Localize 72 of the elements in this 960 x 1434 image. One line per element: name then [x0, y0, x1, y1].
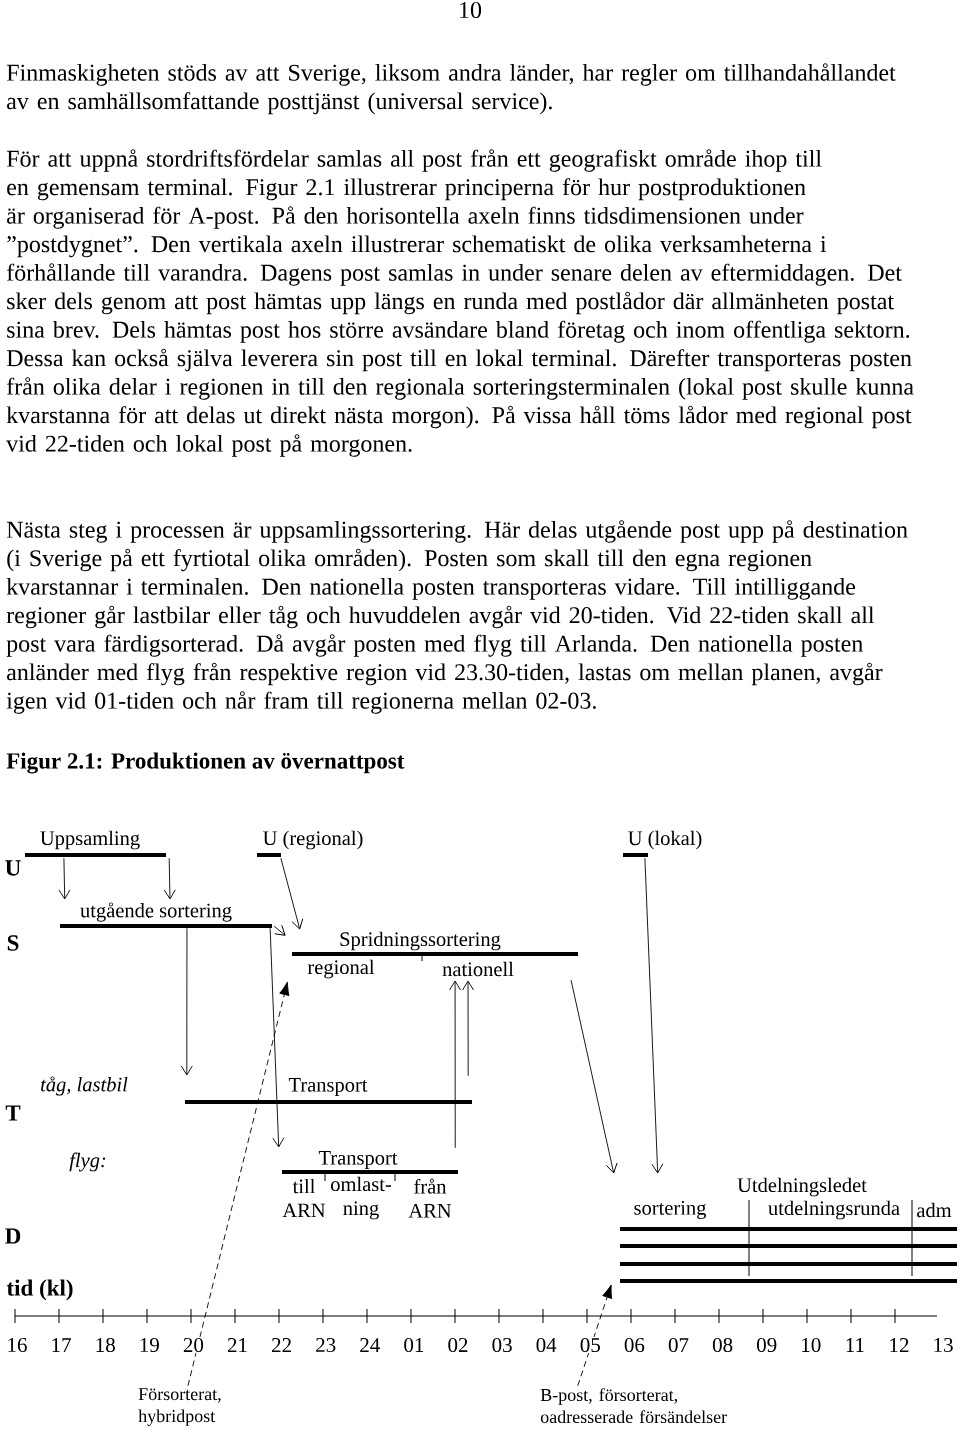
note-text: B-post, försorterat, oadresserade försändelser — [540, 1388, 727, 1424]
arrow — [462, 980, 474, 1077]
node-label: utgående sortering — [80, 902, 232, 922]
arrow — [449, 980, 462, 1149]
node-label: regional — [307, 959, 375, 979]
activity-bar: Spridningssortering regional nationell — [292, 931, 578, 979]
tick-label: 23 — [314, 1336, 338, 1354]
tick-label: 08 — [711, 1336, 735, 1354]
row-letter: D — [5, 1228, 21, 1244]
tick-label: 02 — [446, 1336, 470, 1354]
note-text: Försorterat, hybridpost — [138, 1388, 221, 1426]
node-label: Spridningssortering — [340, 931, 501, 951]
activity-bar: Transport — [185, 1078, 472, 1104]
axis-label: tid (kl) — [6, 1279, 73, 1301]
node-label: U (lokal) — [628, 830, 702, 850]
tick-label: 06 — [622, 1336, 646, 1354]
arrow — [570, 979, 618, 1174]
row-letter: S — [7, 935, 19, 951]
paragraph: Finmaskigheten stöds av att Sverige, liksom andra länder, har regler om tillhandahållandet av en samhällsomfattande posttjänst (universal service). — [6, 63, 896, 115]
activity-bar: utgående sortering — [60, 902, 272, 928]
arrow — [273, 924, 286, 936]
node-label: till ARN — [282, 1178, 326, 1218]
tick-label: 22 — [270, 1337, 294, 1353]
page-number: 10 — [460, 1, 482, 19]
node-label: utdelningsrunda — [768, 1200, 900, 1220]
tick-label: 12 — [887, 1337, 911, 1353]
tick-label: 09 — [755, 1336, 779, 1354]
tick-label: 01 — [402, 1336, 426, 1354]
node-label: sortering — [634, 1201, 707, 1219]
row-letter: T — [5, 1105, 21, 1121]
activity-bar: U (lokal) — [623, 830, 702, 857]
node-label: omlast- ning — [331, 1176, 392, 1220]
tick-label: 03 — [490, 1336, 514, 1354]
tick-label: 10 — [799, 1336, 823, 1354]
mode-label: flyg: — [69, 1152, 106, 1172]
node-label: Transport — [318, 1151, 398, 1169]
tick-label: 24 — [358, 1337, 382, 1353]
tick-label: 07 — [667, 1336, 690, 1354]
node-label: Utdelningsledet — [737, 1177, 867, 1197]
paragraph: För att uppnå stordriftsfördelar samlas all post från ett geografiskt område ihop till en gemensam terminal. Figur 2.1 illustrerar principerna för hur postproduktionen är organiserad för A-post. På den horisontella axeln finns tidsdimensionen under ”postdygnet”. Den vertikala axeln illustrerar schematiskt de olika verksamheterna i förhållande till varandra. Dagens post samlas in under senare delen av eftermiddagen. Det sker dels genom att post hämtas upp längs en runda med postlådor där allmänheten postat sina brev. Dels hämtas post hos större avsändare bland företag och inom offentliga sektorn. Dessa kan också själva leverera sin post till en lokal terminal. Därefter transporteras posten från olika delar i regionen in till den regionala sorteringsterminalen (lokal post skulle kunna kvarstanna för att delas ut direkt nästa morgon). På vissa håll töms lådor med regional post vid 22-tiden och lokal post på morgonen. — [6, 149, 914, 457]
tick-label: 19 — [137, 1336, 161, 1354]
tick-label: 13 — [931, 1336, 955, 1354]
tick-label: 05 — [578, 1336, 602, 1354]
row-letter: U — [5, 860, 21, 876]
dashed-arrow — [577, 1284, 613, 1387]
arrow — [163, 857, 176, 900]
arrow — [644, 857, 664, 1174]
tick-label: 11 — [843, 1337, 866, 1353]
arrow — [180, 927, 193, 1076]
node-label: nationell — [442, 961, 514, 977]
figure-title: Figur 2.1: Produktionen av övernattpost — [6, 752, 405, 774]
paragraph: Nästa steg i processen är uppsamlingssortering. Här delas utgående post upp på destination (i Sverige på ett fyrtiotal olika områden). Posten som skall till den egna regionen kvarstannar i terminalen. Den nationella posten transporteras vidare. Till intilliggande regioner går lastbilar eller tåg och huvuddelen avgår vid 20-tiden. Vid 22-tiden skall all post vara färdigsorterad. Då avgår posten med flyg till Arlanda. Den nationella posten anländer med flyg från respektive region vid 23.30-tiden, lastas om mellan planen, avgår igen vid 01-tiden och når fram till regionerna mellan 02-03. — [6, 520, 908, 714]
activity-bar: Uppsamling — [25, 830, 166, 857]
tick-label: 21 — [226, 1337, 249, 1353]
mode-label: tåg, lastbil — [41, 1076, 128, 1096]
tick-label: 17 — [49, 1337, 73, 1353]
arrow — [280, 857, 304, 930]
node-label: adm — [917, 1202, 952, 1218]
tick-label: 18 — [93, 1336, 117, 1354]
tick-label: 04 — [534, 1336, 558, 1354]
node-label: U (regional) — [263, 830, 363, 850]
activity-bar: Utdelningsledet sortering utdelningsrunda adm — [620, 1177, 957, 1283]
arrow — [269, 927, 285, 1148]
activity-bar: U (regional) — [257, 830, 363, 857]
activity-bar: Transport till ARN omlast- ning från ARN — [282, 1151, 458, 1220]
node-label: Transport — [288, 1078, 368, 1096]
tick-label: 16 — [5, 1336, 29, 1354]
dashed-arrow — [187, 981, 290, 1387]
node-label: Uppsamling — [40, 830, 140, 850]
node-label: från ARN — [408, 1178, 452, 1218]
arrow — [58, 857, 71, 900]
tick-label: 20 — [181, 1336, 205, 1354]
